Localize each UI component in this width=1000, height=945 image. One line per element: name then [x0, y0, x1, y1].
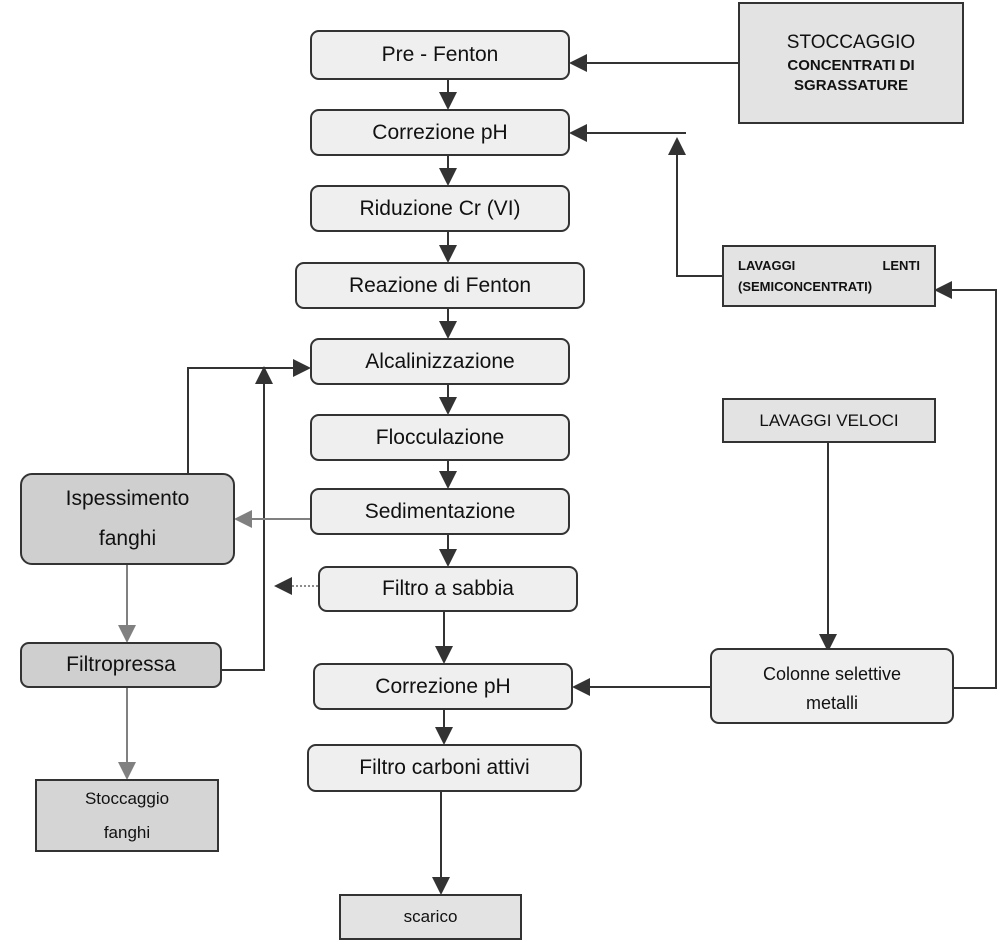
node-label: Riduzione Cr (VI)	[359, 196, 521, 220]
node-stoccaggio-fanghi: Stoccaggio fanghi	[35, 779, 219, 852]
node-label-line1: Colonne selettive	[762, 664, 902, 684]
node-alcalinizzazione: Alcalinizzazione	[310, 338, 570, 385]
node-label: Filtro a sabbia	[382, 577, 514, 600]
node-filtro-sabbia: Filtro a sabbia	[318, 566, 578, 612]
line-lavaggi-lenti-up	[668, 137, 722, 277]
node-label: LAVAGGI VELOCI	[759, 410, 899, 430]
node-sedimentazione: Sedimentazione	[310, 488, 570, 535]
lavaggi-lenti-line1: LAVAGGI LENTI	[738, 254, 920, 277]
node-label-line2: metalli	[805, 692, 858, 713]
node-label-line2: fanghi	[98, 527, 157, 550]
node-label-line2: CONCENTRATI DI	[787, 56, 915, 74]
node-stoccaggio-concentrati: STOCCAGGIO CONCENTRATI DI SGRASSATURE	[738, 2, 964, 124]
node-colonne-selettive: Colonne selettive metalli	[710, 648, 954, 724]
arrow-colonne-to-lavaggi-lenti	[934, 281, 997, 689]
node-label: Correzione pH	[372, 120, 508, 144]
node-label: Reazione di Fenton	[348, 273, 532, 297]
node-label-line1: Stoccaggio	[84, 788, 170, 808]
node-riduzione-cr: Riduzione Cr (VI)	[310, 185, 570, 232]
node-correzione-ph-1: Correzione pH	[310, 109, 570, 156]
node-label-line2: fanghi	[103, 822, 151, 842]
node-label-line2: (SEMICONCENTRATI)	[738, 279, 873, 295]
node-flocculazione: Flocculazione	[310, 414, 570, 461]
node-label: scarico	[403, 907, 458, 926]
node-label: Pre - Fenton	[381, 43, 499, 66]
node-label-line1: Ispessimento	[65, 487, 190, 511]
node-label-right: LENTI	[882, 257, 920, 273]
node-scarico: scarico	[339, 894, 522, 940]
node-ispessimento-fanghi: Ispessimento fanghi	[20, 473, 235, 565]
node-label: Correzione pH	[375, 674, 511, 698]
node-filtropressa: Filtropressa	[20, 642, 222, 688]
node-reazione-fenton: Reazione di Fenton	[295, 262, 585, 309]
node-label-left: LAVAGGI	[738, 257, 796, 273]
node-label: Flocculazione	[375, 425, 505, 449]
node-lavaggi-lenti: LAVAGGI LENTI (SEMICONCENTRATI)	[722, 245, 936, 307]
node-label-line3: SGRASSATURE	[794, 76, 908, 94]
node-pre-fenton: Pre - Fenton	[310, 30, 570, 80]
arrow-filtropressa-recycle	[222, 366, 273, 671]
node-filtro-carboni: Filtro carboni attivi	[307, 744, 582, 792]
node-label: Filtropressa	[66, 653, 176, 676]
node-label: Sedimentazione	[364, 499, 516, 523]
arrow-ispessimento-to-alcal	[187, 359, 311, 474]
node-correzione-ph-2: Correzione pH	[313, 663, 573, 710]
node-label-line1: STOCCAGGIO	[786, 31, 916, 53]
node-lavaggi-veloci: LAVAGGI VELOCI	[722, 398, 936, 443]
node-label: Filtro carboni attivi	[359, 756, 530, 779]
node-label: Alcalinizzazione	[365, 349, 515, 373]
